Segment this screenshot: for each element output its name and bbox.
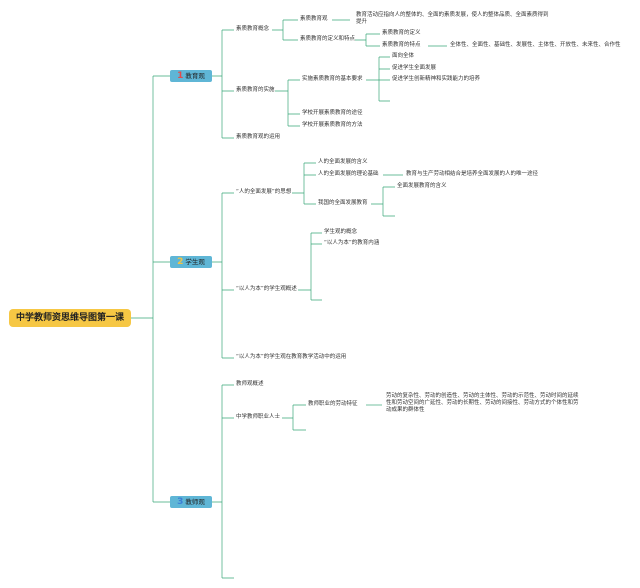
node-requirement-2[interactable]: 促进学生全面发展 — [392, 65, 437, 71]
category-number: 1 — [177, 71, 184, 81]
node-edu-application[interactable]: 素质教育观的运用 — [236, 134, 281, 140]
node-features[interactable]: 素质教育的特点 — [382, 42, 421, 48]
node-features-list[interactable]: 全体性、全面性、基础性、发展性、主体性、开放性、未来性、合作性 — [450, 42, 621, 48]
node-definition[interactable]: 素质教育的定义 — [382, 30, 421, 36]
node-definition-features[interactable]: 素质教育的定义和特点 — [300, 36, 356, 42]
node-teacher-overview[interactable]: 教师观概述 — [236, 381, 264, 387]
category-label: 教师观 — [185, 498, 205, 506]
category-number: 2 — [177, 257, 184, 267]
node-theory-basis[interactable]: 人的全面发展的理论基础 — [318, 171, 379, 177]
node-people-content[interactable]: “以人为本”的教育内涵 — [324, 240, 380, 246]
node-requirement-3[interactable]: 促进学生创新精神和实践能力的培养 — [392, 76, 481, 82]
node-people-oriented[interactable]: “以人为本”的学生观概述 — [236, 286, 297, 292]
node-quality-edu-view-text[interactable]: 教育活动应指向人的整体的、全面的素质发展，使人的整体品质、全面素质得到提升 — [356, 12, 549, 25]
node-labor-text[interactable]: 劳动的复杂性、劳动的创造性、劳动的主体性、劳动的示范性、劳动时间的延续性和劳动空… — [386, 393, 579, 413]
node-student-concept[interactable]: 学生观的概念 — [324, 229, 358, 235]
node-china-meaning[interactable]: 全面发展教育的含义 — [397, 183, 447, 189]
node-teacher-profession[interactable]: 中学教师职业人士 — [236, 414, 281, 420]
node-basic-requirements[interactable]: 实施素质教育的基本要求 — [302, 76, 363, 82]
node-all-round-idea[interactable]: “人的全面发展”的思想 — [236, 189, 292, 195]
node-china-all-round[interactable]: 我国的全面发展教育 — [318, 200, 368, 206]
category-label: 学生观 — [185, 258, 205, 266]
node-quality-edu-concept[interactable]: 素质教育概念 — [236, 26, 270, 32]
category-number: 3 — [177, 497, 184, 507]
node-quality-edu-view[interactable]: 素质教育观 — [300, 16, 328, 22]
root-topic[interactable]: 中学教师资思维导图第一课 — [9, 309, 131, 327]
node-student-application[interactable]: “以人为本”的学生观在教育教学活动中的运用 — [236, 354, 347, 360]
node-requirement-1[interactable]: 面向全体 — [392, 53, 415, 59]
node-school-method[interactable]: 学校开展素质教育的方法 — [302, 122, 363, 128]
category-label: 教育观 — [185, 72, 205, 80]
node-implementation[interactable]: 素质教育的实施 — [236, 87, 275, 93]
node-theory-text[interactable]: 教育与生产劳动相结合是培养全面发展的人的唯一途径 — [406, 171, 539, 177]
node-labor-features[interactable]: 教师职业的劳动特征 — [308, 401, 358, 407]
node-all-round-meaning[interactable]: 人的全面发展的含义 — [318, 159, 368, 165]
node-school-path[interactable]: 学校开展素质教育的途径 — [302, 110, 363, 116]
